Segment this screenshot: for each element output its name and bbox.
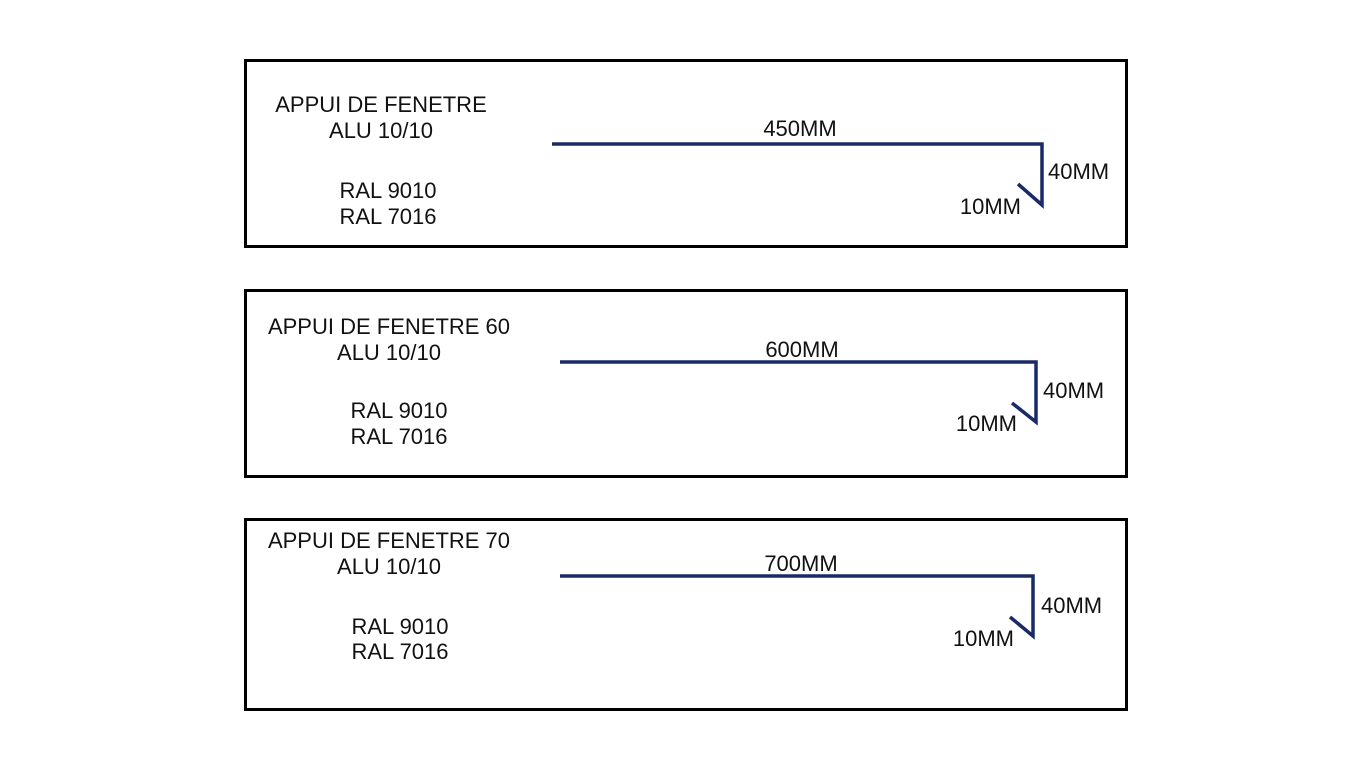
height-dimension: 40MM — [1048, 159, 1110, 184]
profile-drawing — [552, 142, 1044, 209]
material-label: ALU 10/10 — [337, 554, 441, 579]
color-option: RAL 7016 — [350, 424, 448, 449]
width-dimension: 600MM — [765, 337, 839, 362]
profile-panel-700: APPUI DE FENETRE 70 ALU 10/10 RAL 9010 R… — [244, 518, 1128, 711]
lip-dimension: 10MM — [959, 194, 1021, 219]
product-title: APPUI DE FENETRE 60 — [267, 314, 511, 339]
lip-dimension: 10MM — [955, 411, 1017, 436]
color-option: RAL 7016 — [351, 639, 449, 664]
height-dimension: 40MM — [1041, 593, 1103, 618]
product-title: APPUI DE FENETRE 70 — [267, 528, 511, 553]
profile-drawing — [560, 360, 1038, 426]
width-dimension: 450MM — [763, 116, 837, 141]
height-dimension: 40MM — [1043, 378, 1105, 403]
color-option: RAL 7016 — [339, 204, 437, 229]
material-label: ALU 10/10 — [337, 340, 441, 365]
color-option: RAL 9010 — [351, 614, 449, 639]
profile-panel-450: APPUI DE FENETRE ALU 10/10 RAL 9010 RAL … — [244, 59, 1128, 248]
color-option: RAL 9010 — [339, 178, 437, 203]
profile-panel-600: APPUI DE FENETRE 60 ALU 10/10 RAL 9010 R… — [244, 289, 1128, 478]
lip-dimension: 10MM — [952, 626, 1014, 651]
color-option: RAL 9010 — [350, 398, 448, 423]
product-title: APPUI DE FENETRE — [275, 92, 487, 117]
width-dimension: 700MM — [764, 551, 838, 576]
profile-drawing — [560, 574, 1035, 640]
material-label: ALU 10/10 — [329, 118, 433, 143]
